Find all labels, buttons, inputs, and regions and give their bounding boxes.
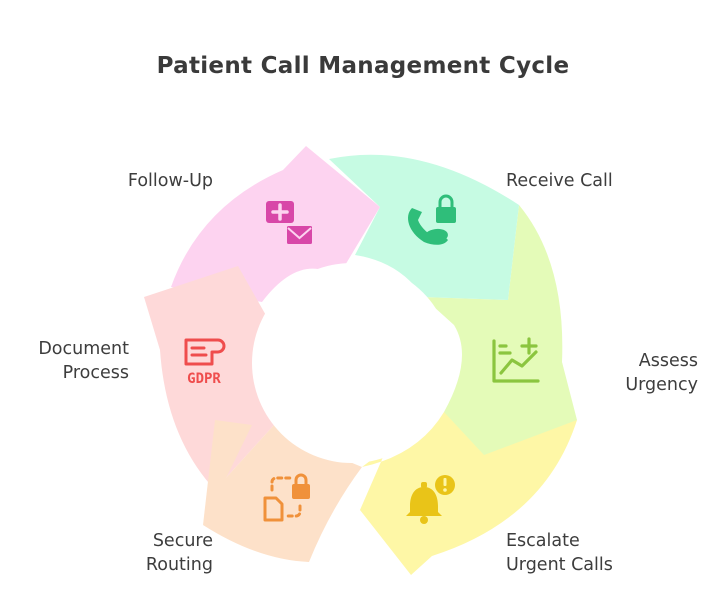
- gdpr-icon-text: GDPR: [187, 371, 221, 387]
- medical-mail-icon: [266, 201, 312, 244]
- phone-lock-icon: [408, 194, 456, 245]
- label-receive-call: Receive Call: [506, 171, 613, 191]
- segment-follow-up: [171, 146, 380, 302]
- label-secure-routing: Secure Routing: [145, 531, 213, 575]
- chart-plus-icon: [492, 337, 540, 383]
- segment-escalate-urgent-calls: [360, 412, 577, 575]
- label-assess-urgency: Assess Urgency: [625, 351, 698, 395]
- cycle-center: [252, 263, 452, 463]
- segment-assess-urgency: [423, 205, 577, 455]
- label-escalate-urgent-calls: Escalate Urgent Calls: [506, 531, 613, 575]
- segment-receive-call: [329, 154, 519, 300]
- label-follow-up: Follow-Up: [127, 171, 213, 191]
- gdpr-document-icon: GDPR: [184, 338, 226, 387]
- diagram-title: Patient Call Management Cycle: [156, 53, 570, 79]
- label-document-process: Document Process: [38, 339, 129, 383]
- route-lock-icon: [263, 473, 310, 522]
- segment-secure-routing: [203, 420, 362, 562]
- bell-alert-icon: [406, 475, 455, 524]
